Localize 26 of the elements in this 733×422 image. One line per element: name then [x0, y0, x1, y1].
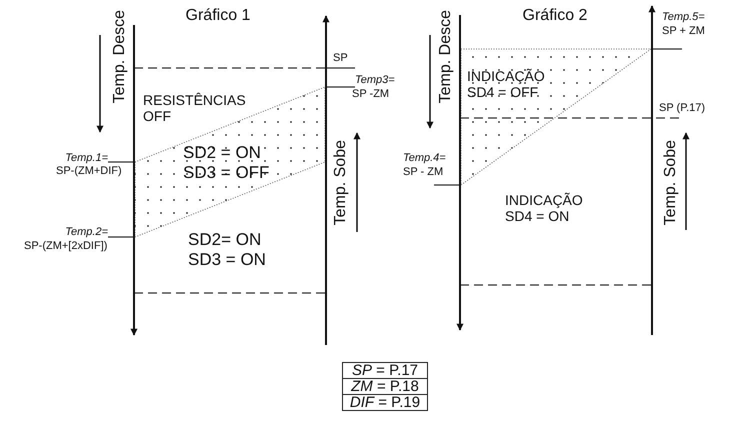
chart-title: Gráfico 2: [522, 7, 588, 26]
tick-label: Temp.4=: [403, 152, 446, 165]
tick-label: SP + ZM: [662, 25, 705, 38]
tick-label: SP (P.17): [659, 102, 706, 115]
axis-label: Temp. Sobe: [662, 140, 680, 226]
zone-label: RESISTÊNCIAS OFF: [143, 92, 243, 124]
table-cell: SP = P.17: [342, 362, 428, 379]
zone-label: INDICAÇÃO SD4 = ON: [505, 192, 584, 224]
tick-label: Temp.5=: [662, 11, 705, 24]
zone-label: INDICAÇÃO SD4 = OFF: [467, 68, 546, 100]
tick-label: SP: [333, 52, 348, 65]
zone-label: SD2 = ON SD3 = OFF: [183, 143, 270, 182]
tick-label: Temp.1=: [64, 152, 108, 165]
chart-title: Gráfico 1: [184, 7, 252, 26]
tick-label: SP - ZM: [403, 166, 444, 179]
zone-label: SD2= ON SD3 = ON: [188, 230, 267, 270]
axis-label: Temp. Desce: [111, 10, 129, 104]
axis-label: Temp. Sobe: [332, 140, 350, 226]
tick-label: SP-(ZM+DIF): [56, 165, 122, 178]
axis-label: Temp. Desce: [437, 10, 455, 104]
tick-label: SP-(ZM+[2xDIF]): [24, 240, 108, 253]
tick-label: Temp.2=: [64, 226, 108, 239]
tick-label: SP -ZM: [352, 88, 390, 101]
table-cell: ZM = P.18: [342, 378, 428, 395]
tick-label: Temp3=: [355, 74, 395, 87]
table-cell: DIF = P.19: [342, 394, 428, 411]
